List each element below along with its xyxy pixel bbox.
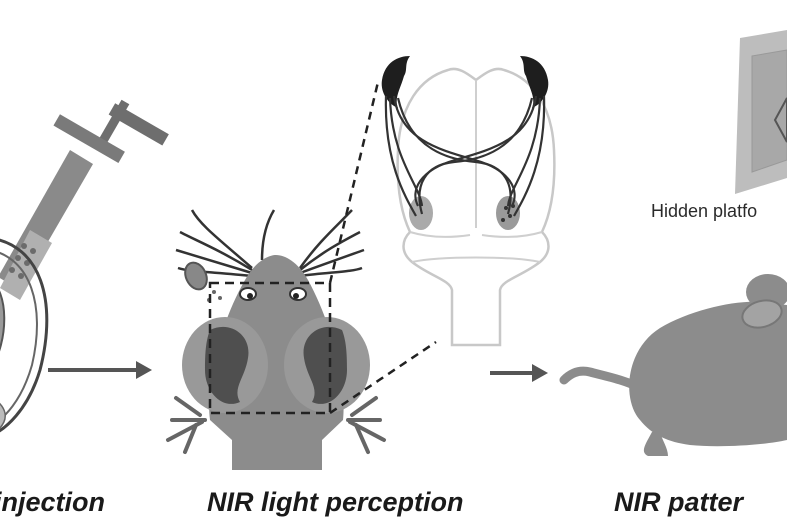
brain-right-eye-icon [520, 56, 549, 108]
mouse-head-icon [209, 255, 344, 470]
caption-injection: injection [0, 487, 106, 517]
hidden-platform-icon [735, 30, 787, 194]
mouse-head-panel [166, 81, 437, 470]
arrow-1-icon [48, 361, 152, 379]
zoom-box [208, 281, 332, 415]
caption-nir-light-perception: NIR light perception [207, 487, 464, 517]
nir-pattern-panel [559, 30, 787, 456]
right-eye-icon [303, 326, 347, 404]
injection-panel [0, 99, 169, 433]
mouse-ear-icon [741, 299, 783, 329]
hidden-platform-label: Hidden platfo [651, 201, 758, 221]
brain-left-eye-icon [381, 56, 410, 108]
arrow-2-icon [490, 364, 548, 382]
whiskers-icon [175, 209, 365, 278]
mouse-body-icon [629, 301, 787, 447]
caption-nir-pattern: NIR patter [614, 487, 744, 517]
left-paw-icon [166, 396, 207, 454]
left-eye-icon [205, 326, 249, 404]
eye-icon [0, 238, 49, 433]
optic-tracts-icon [384, 95, 546, 217]
mouse-tail-icon [559, 366, 645, 393]
right-paw-icon [346, 396, 386, 454]
brain-diagram [381, 56, 556, 347]
syringe-icon [0, 99, 169, 300]
